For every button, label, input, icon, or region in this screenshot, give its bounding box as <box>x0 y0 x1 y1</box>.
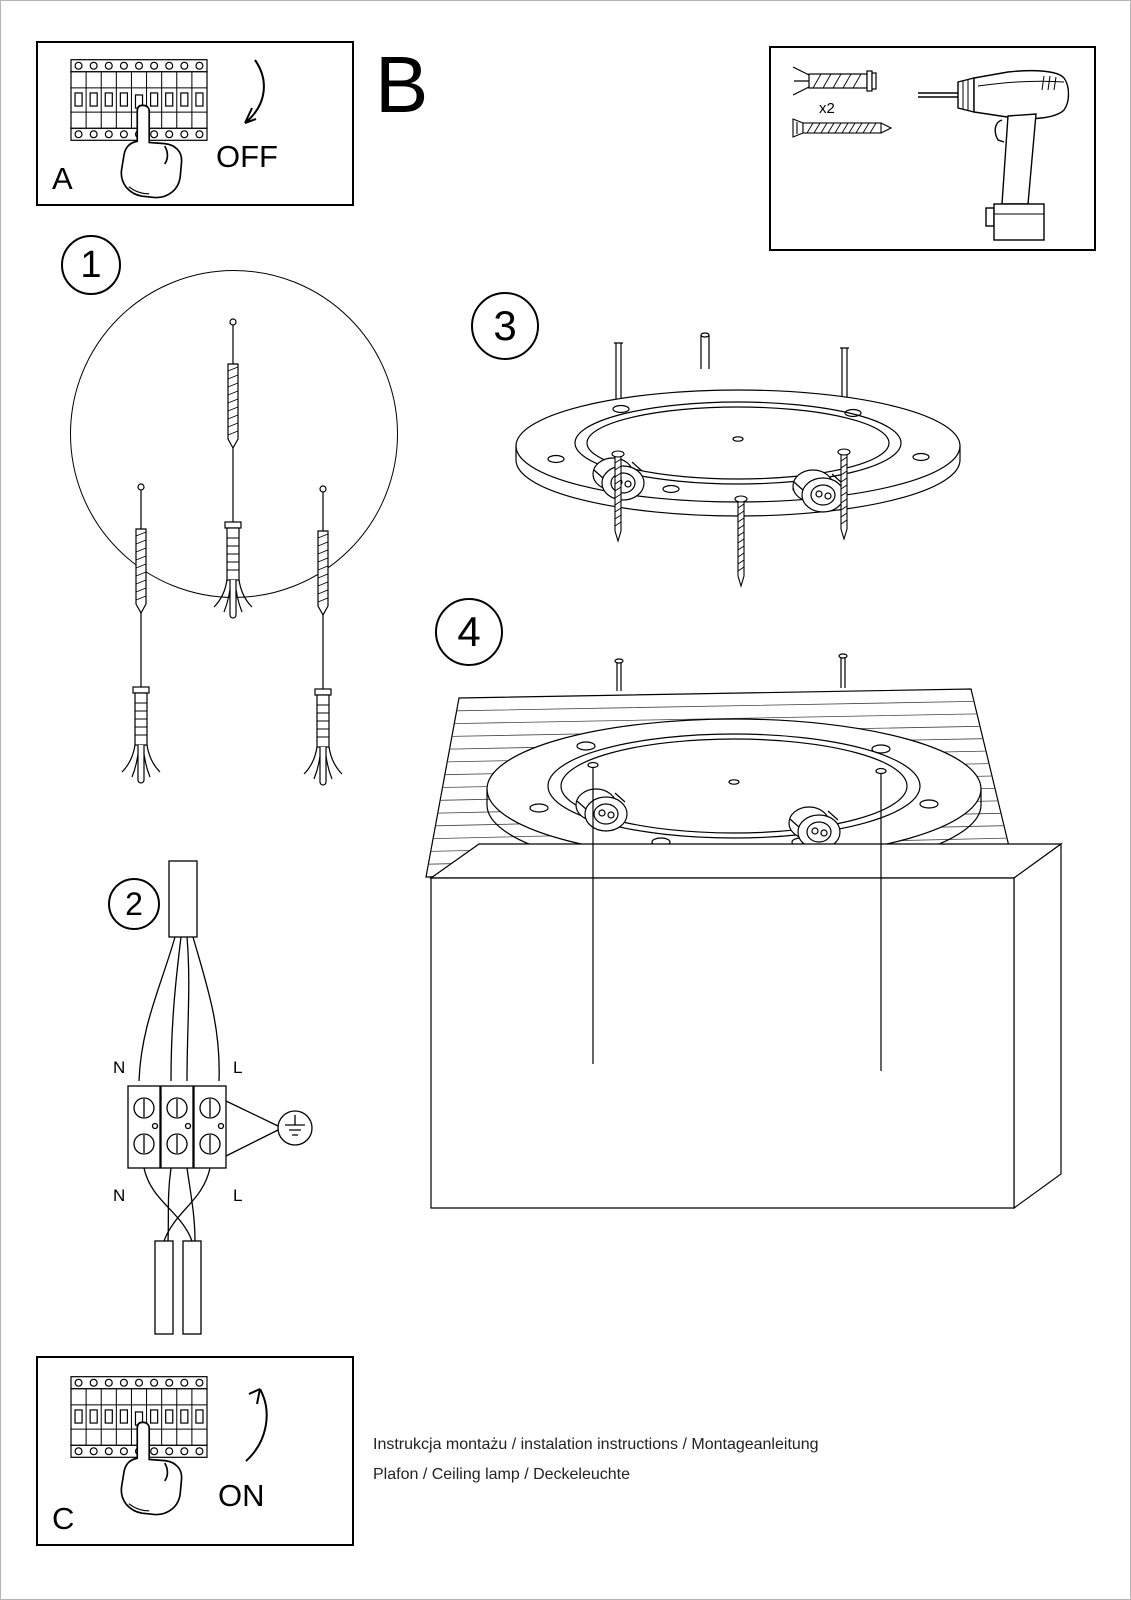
dowel-quantity-label: x2 <box>819 100 835 117</box>
footer-product-line: Plafon / Ceiling lamp / Deckeleuchte <box>373 1466 631 1483</box>
arrow-up-icon <box>245 1388 268 1462</box>
step-3-badge: 3 <box>471 292 539 360</box>
drill-icon <box>918 69 1070 241</box>
hand-icon <box>120 1421 183 1516</box>
panel-a: OFF A <box>36 41 354 206</box>
wiring-label-n-top: N <box>113 1058 126 1077</box>
hand-icon <box>120 104 183 199</box>
step-4-assembly-illustration <box>425 653 1063 1210</box>
arrow-down-icon <box>244 59 265 124</box>
wall-plug-icon <box>792 66 877 96</box>
step-2-wiring-illustration <box>127 860 313 1335</box>
wiring-label-l-top: L <box>233 1058 243 1077</box>
step-1-illustration <box>121 318 343 786</box>
wiring-label-n-bottom: N <box>113 1186 126 1205</box>
step-4-badge: 4 <box>435 598 503 666</box>
step-2-badge: 2 <box>108 878 160 930</box>
step-1-badge: 1 <box>61 235 121 295</box>
panel-c: ON C <box>36 1356 354 1546</box>
switch-state-off: OFF <box>216 139 278 174</box>
step-3-mounting-plate-illustration <box>515 332 961 587</box>
section-b-label: B <box>375 40 429 129</box>
footer-instructions-line: Instrukcja montażu / instalation instruc… <box>373 1436 819 1453</box>
wiring-label-l-bottom: L <box>233 1186 243 1205</box>
panel-c-label: C <box>52 1501 75 1536</box>
tools-panel: x2 <box>769 46 1096 251</box>
panel-a-label: A <box>52 161 73 196</box>
screw-icon <box>792 118 893 138</box>
switch-state-on: ON <box>218 1478 265 1513</box>
